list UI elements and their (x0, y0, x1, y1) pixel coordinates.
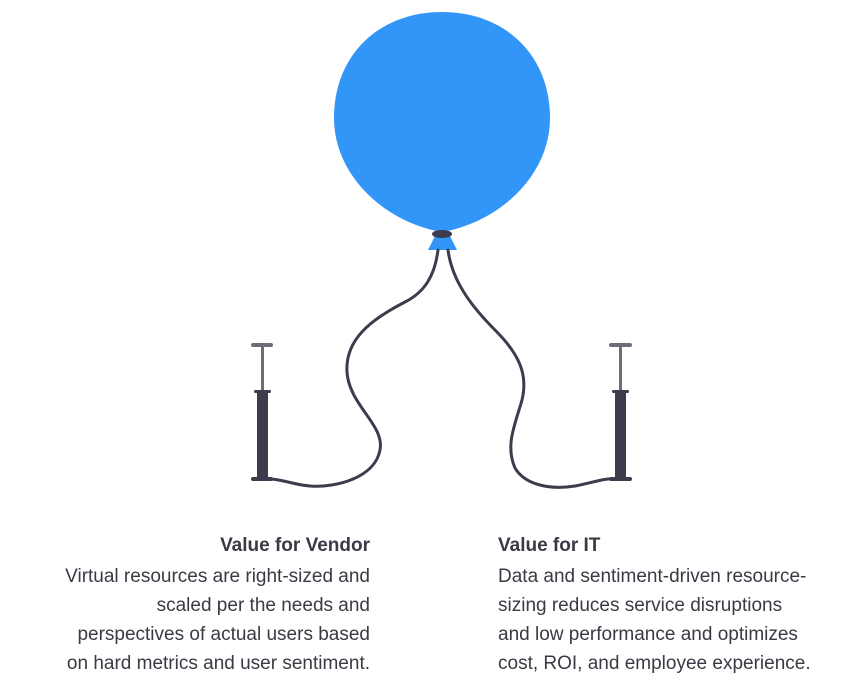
it-line: cost, ROI, and employee experience. (498, 653, 811, 674)
vendor-line: Virtual resources are right-sized and (65, 566, 370, 587)
vendor-value-block: Value for Vendor Virtual resources are r… (10, 531, 370, 678)
air-tubes (269, 248, 616, 489)
it-value-block: Value for IT Data and sentiment-driven r… (498, 531, 858, 678)
vendor-line: perspectives of actual users based (77, 624, 370, 645)
vendor-description: Virtual resources are right-sized and sc… (10, 562, 370, 678)
left-pump-icon (251, 343, 273, 481)
it-title: Value for IT (498, 535, 601, 556)
it-line: Data and sentiment-driven resource- (498, 566, 807, 587)
balloon-pump-illustration (251, 12, 632, 489)
it-line: sizing reduces service disruptions (498, 595, 783, 616)
vendor-title: Value for Vendor (220, 535, 370, 556)
right-pump-icon (609, 343, 632, 481)
it-line: and low performance and optimizes (498, 624, 798, 645)
vendor-line: on hard metrics and user sentiment. (66, 653, 370, 674)
balloon-icon (334, 12, 550, 250)
vendor-line: scaled per the needs and (156, 595, 370, 616)
it-description: Data and sentiment-driven resource- sizi… (498, 562, 858, 678)
